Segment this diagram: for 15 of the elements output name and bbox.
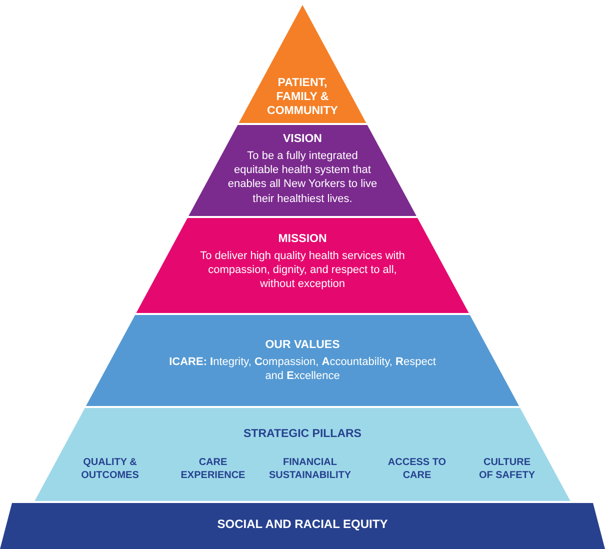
pyramid-tier — [0, 503, 605, 549]
tier-heading: OUR VALUES — [265, 339, 340, 353]
pillar-label: QUALITY & OUTCOMES — [80, 456, 140, 482]
tier-heading: STRATEGIC PILLARS — [244, 428, 362, 442]
tier-text: To be a fully integrated equitable health system that enables all New Yorkers to live their healthiest lives. — [228, 148, 378, 206]
tier-text: To deliver high quality health services with compassion, dignity, and respect to all, without exception — [199, 248, 406, 292]
pillar-label: FINANCIAL SUSTAINABILITY — [268, 456, 352, 482]
pillar-label: CARE EXPERIENCE — [180, 456, 246, 482]
pillar-label: CULTURE OF SAFETY — [478, 456, 536, 482]
tier-heading: MISSION — [278, 233, 327, 247]
tier-text: ICARE: Integrity, Compassion, Accountability, Respect and Excellence — [168, 354, 437, 384]
pillar-label: ACCESS TO CARE — [387, 456, 447, 482]
tier-heading: VISION — [283, 133, 322, 147]
tier-heading: SOCIAL AND RACIAL EQUITY — [217, 517, 388, 532]
tier-heading: PATIENT, FAMILY & COMMUNITY — [266, 77, 339, 118]
